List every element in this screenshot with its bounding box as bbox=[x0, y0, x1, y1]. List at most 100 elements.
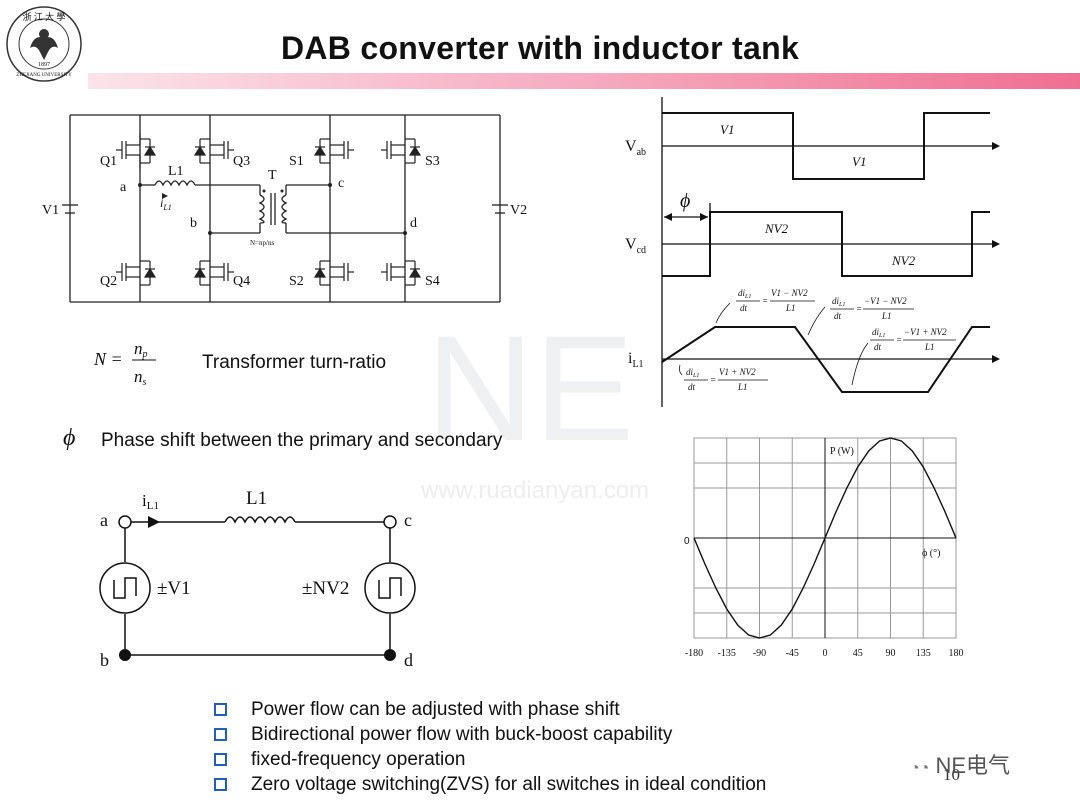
bullet-text: fixed-frequency operation bbox=[251, 749, 466, 770]
label-b: b bbox=[190, 216, 197, 231]
svg-text:=: = bbox=[856, 304, 862, 314]
formula-ns: ns bbox=[134, 367, 147, 388]
bullet-text: Power flow can be adjusted with phase sh… bbox=[251, 699, 620, 720]
slope-eq-3: diL1 dt = −V1 + NV2 L1 bbox=[870, 327, 956, 352]
slide-title: DAB converter with inductor tank bbox=[280, 30, 800, 66]
brand-text: NE电气 bbox=[935, 753, 1011, 778]
label-q4: Q4 bbox=[233, 274, 250, 289]
slope-eq-2: diL1 dt = −V1 − NV2 L1 bbox=[830, 296, 914, 321]
bullet-square-icon bbox=[214, 778, 227, 791]
eq-label-il1: iL1 bbox=[142, 491, 159, 512]
university-logo: 浙 江 大 學 1897 ZHEJIANG UNIVERSITY bbox=[6, 6, 82, 82]
label-s2: S2 bbox=[289, 274, 304, 289]
eq-label-v1: ±V1 bbox=[157, 578, 191, 599]
label-q2: Q2 bbox=[100, 274, 117, 289]
svg-text:L1: L1 bbox=[881, 311, 892, 321]
logo-year: 1897 bbox=[38, 62, 50, 68]
svg-text:diL1: diL1 bbox=[738, 288, 751, 300]
svg-text:dt: dt bbox=[740, 303, 748, 313]
svg-text:=: = bbox=[896, 335, 902, 345]
eq-label-c: c bbox=[404, 510, 412, 530]
bullet-text: Bidirectional power flow with buck-boost… bbox=[251, 724, 673, 745]
label-turns-ratio: N=np/ns bbox=[250, 239, 274, 247]
bullet-square-icon bbox=[214, 728, 227, 741]
bullet-square-icon bbox=[214, 753, 227, 766]
svg-text:L1: L1 bbox=[785, 303, 796, 313]
svg-text:=: = bbox=[762, 296, 768, 306]
chart-ylabel: P (W) bbox=[830, 446, 854, 457]
svg-text:L1: L1 bbox=[924, 342, 935, 352]
title-underline-bar bbox=[88, 73, 1080, 89]
eq-label-d: d bbox=[404, 650, 413, 670]
svg-text:L1: L1 bbox=[737, 382, 748, 392]
eq-label-a: a bbox=[100, 510, 108, 530]
svg-text:dt: dt bbox=[874, 342, 882, 352]
wave-phi: ϕ bbox=[680, 190, 690, 212]
watermark-url: www.ruadianyan.com bbox=[420, 477, 649, 504]
chart-x-tick-label: -135 bbox=[718, 648, 736, 659]
wave-nv2-bottom: NV2 bbox=[891, 253, 916, 268]
chart-x-tick-label: 90 bbox=[886, 648, 896, 659]
dab-circuit: Q1 Q3 Q2 Q4 S1 S3 S2 S4 L1 T a b c d V1 … bbox=[42, 114, 527, 303]
label-s1: S1 bbox=[289, 154, 304, 169]
eq-label-b: b bbox=[100, 650, 109, 670]
svg-text:diL1: diL1 bbox=[832, 296, 845, 308]
svg-text:V1 − NV2: V1 − NV2 bbox=[771, 288, 808, 298]
label-a: a bbox=[120, 180, 127, 195]
label-d: d bbox=[410, 216, 417, 231]
wave-nv2-top: NV2 bbox=[764, 221, 789, 236]
watermark: NE www.ruadianyan.com bbox=[420, 304, 649, 504]
chart-x-tick-label: 135 bbox=[916, 648, 931, 659]
chart-x-tick-label: -45 bbox=[786, 648, 799, 659]
chart-x-tick-label: 180 bbox=[949, 648, 964, 659]
chart-zero-label: 0 bbox=[684, 536, 690, 547]
label-q3: Q3 bbox=[233, 154, 250, 169]
power-curve bbox=[693, 437, 957, 639]
bullet-item: Bidirectional power flow with buck-boost… bbox=[214, 722, 766, 747]
eq-label-l1: L1 bbox=[246, 488, 267, 509]
svg-text:V1 + NV2: V1 + NV2 bbox=[719, 367, 756, 377]
brand-watermark: ◔◔ NE电气 bbox=[910, 748, 1010, 780]
svg-text:−V1 + NV2: −V1 + NV2 bbox=[904, 327, 947, 337]
wave-label-vcd: Vcd bbox=[625, 236, 646, 256]
chart-x-tick-label: 45 bbox=[853, 648, 863, 659]
wave-label-il1: iL1 bbox=[628, 350, 644, 370]
svg-text:diL1: diL1 bbox=[872, 327, 885, 339]
bullet-list: Power flow can be adjusted with phase sh… bbox=[214, 697, 766, 797]
turn-ratio-formula: N = np ns bbox=[93, 339, 156, 388]
wave-v1-bottom: V1 bbox=[852, 154, 866, 169]
phase-shift-label: Phase shift between the primary and seco… bbox=[101, 430, 503, 451]
bullet-item: Power flow can be adjusted with phase sh… bbox=[214, 697, 766, 722]
wave-label-vab: Vab bbox=[625, 138, 646, 158]
label-q1: Q1 bbox=[100, 154, 117, 169]
bullet-item: fixed-frequency operation bbox=[214, 747, 766, 772]
svg-text:dt: dt bbox=[834, 311, 842, 321]
phi-symbol: ϕ bbox=[63, 425, 76, 451]
eq-label-nv2: ±NV2 bbox=[302, 578, 349, 599]
chart-x-tick-label: 0 bbox=[823, 648, 828, 659]
label-c: c bbox=[338, 176, 344, 191]
equivalent-circuit: iL1 L1 a b c d ±V1 ±NV2 bbox=[99, 488, 416, 670]
watermark-logo: NE bbox=[426, 304, 634, 472]
label-v2: V2 bbox=[510, 203, 527, 218]
svg-text:=: = bbox=[710, 375, 716, 385]
label-l1: L1 bbox=[168, 164, 184, 179]
logo-text: ZHEJIANG UNIVERSITY bbox=[16, 73, 72, 78]
bullet-text: Zero voltage switching(ZVS) for all swit… bbox=[251, 774, 767, 795]
label-t: T bbox=[268, 168, 277, 183]
label-v1: V1 bbox=[42, 203, 59, 218]
turn-ratio-label: Transformer turn-ratio bbox=[202, 352, 387, 373]
formula-n: N = bbox=[93, 349, 123, 369]
label-s4: S4 bbox=[425, 274, 440, 289]
slope-eq-1: diL1 dt = V1 − NV2 L1 bbox=[736, 288, 815, 313]
page-number: 10 bbox=[943, 765, 960, 784]
label-s3: S3 bbox=[425, 154, 440, 169]
logo-glyphs: 浙 江 大 學 bbox=[23, 11, 66, 22]
bullet-square-icon bbox=[214, 703, 227, 716]
slope-eq-4: diL1 dt = V1 + NV2 L1 bbox=[684, 367, 768, 392]
formula-np: np bbox=[134, 339, 148, 360]
svg-text:dt: dt bbox=[688, 382, 696, 392]
wechat-icon: ◔◔ bbox=[910, 760, 930, 777]
chart-xlabel: ϕ (°) bbox=[922, 548, 940, 559]
